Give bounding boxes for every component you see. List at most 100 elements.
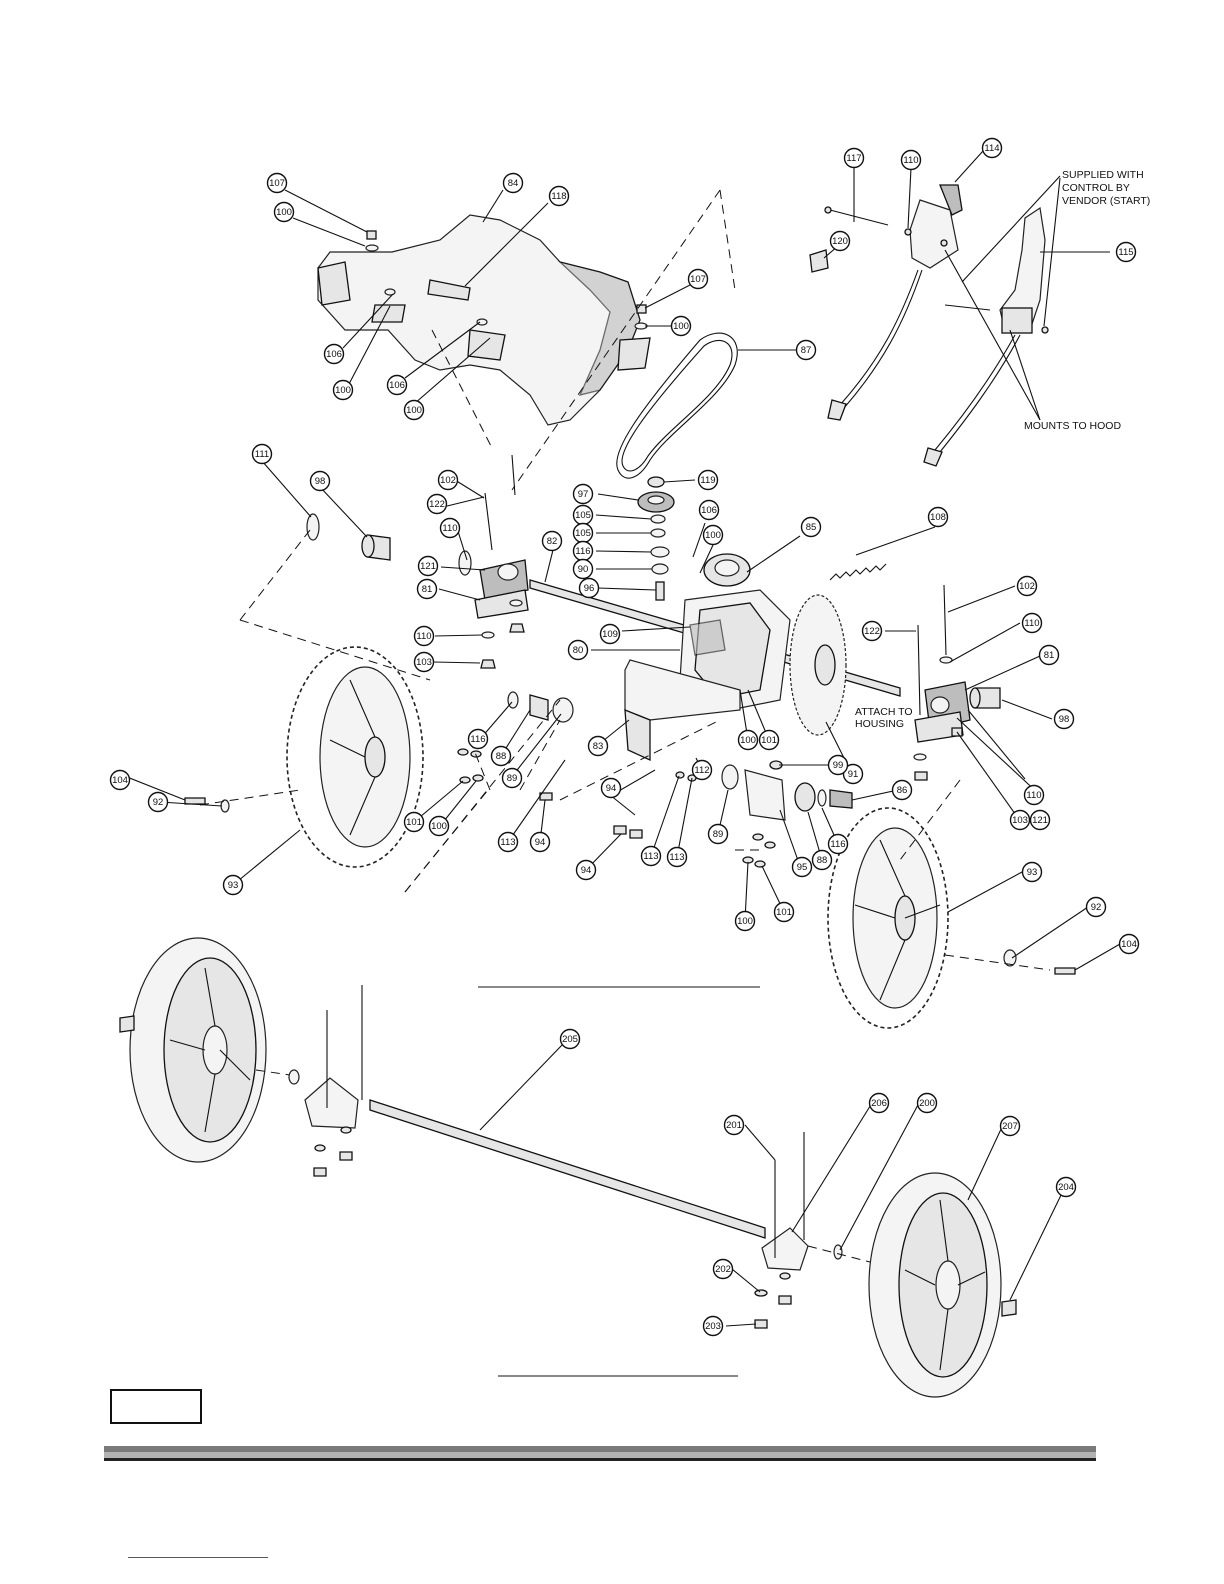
callout-122: 122 <box>861 620 883 642</box>
callout-circle <box>697 469 719 491</box>
callout-circle <box>800 516 822 538</box>
callout-circle <box>1085 896 1107 918</box>
callout-label: 109 <box>602 629 618 640</box>
callout-circle <box>501 767 523 789</box>
callout-label: 90 <box>578 564 589 575</box>
callout-label: 121 <box>1032 815 1048 826</box>
callout-90: 90 <box>572 558 594 580</box>
callout-202: 202 <box>712 1258 734 1280</box>
callout-104: 104 <box>1118 933 1140 955</box>
callout-117: 117 <box>843 147 865 169</box>
callout-circle <box>1055 1176 1077 1198</box>
note-attach-to-housing: ATTACH TO HOUSING <box>855 706 913 730</box>
callout-circle <box>927 506 949 528</box>
callout-circle <box>670 315 692 337</box>
callout-circle <box>827 833 849 855</box>
front-left-wheel <box>119 937 267 1163</box>
callout-circle <box>332 379 354 401</box>
callout-label: 116 <box>470 734 485 745</box>
footer-link-underline <box>128 1557 268 1558</box>
callout-circle <box>687 268 709 290</box>
callout-circle <box>309 470 331 492</box>
callout-label: 83 <box>593 741 604 752</box>
spring <box>829 563 887 581</box>
callout-circle <box>827 754 849 776</box>
callout-label: 110 <box>903 155 918 166</box>
callout-circle <box>578 577 600 599</box>
callout-label: 104 <box>112 775 128 786</box>
callout-label: 114 <box>984 143 999 154</box>
callout-200: 200 <box>916 1092 938 1114</box>
callout-99: 99 <box>827 754 849 776</box>
callout-label: 84 <box>508 178 519 189</box>
callout-label: 113 <box>669 852 684 863</box>
callout-105: 105 <box>572 504 594 526</box>
callout-label: 107 <box>269 178 285 189</box>
callout-82: 82 <box>541 530 563 552</box>
callout-label: 106 <box>389 380 405 391</box>
callout-105: 105 <box>572 522 594 544</box>
callout-circle <box>529 831 551 853</box>
callout-label: 122 <box>864 626 880 637</box>
callout-label: 113 <box>500 837 515 848</box>
callout-label: 104 <box>1121 939 1137 950</box>
callout-label: 202 <box>715 1264 731 1275</box>
transmission-assembly <box>679 553 791 713</box>
callout-circle <box>791 856 813 878</box>
callout-label: 110 <box>442 523 457 534</box>
left-bearing-group <box>306 454 529 669</box>
callout-circle <box>251 443 273 465</box>
callout-circle <box>147 791 169 813</box>
callout-112: 112 <box>691 759 713 781</box>
callout-label: 117 <box>846 153 861 164</box>
callout-94: 94 <box>575 859 597 881</box>
callout-label: 101 <box>406 817 422 828</box>
callout-label: 88 <box>496 751 507 762</box>
callout-circle <box>572 483 594 505</box>
callout-88: 88 <box>490 745 512 767</box>
callout-label: 111 <box>255 449 269 460</box>
callout-label: 99 <box>833 760 844 771</box>
callout-label: 119 <box>700 475 715 486</box>
callout-circle <box>691 759 713 781</box>
callout-label: 118 <box>551 191 566 202</box>
callout-label: 101 <box>776 907 792 918</box>
callout-88: 88 <box>811 849 833 871</box>
callout-label: 106 <box>701 505 717 516</box>
callout-label: 207 <box>1002 1121 1018 1132</box>
callout-116: 116 <box>572 540 594 562</box>
callout-label: 204 <box>1058 1182 1074 1193</box>
callout-label: 206 <box>871 1098 887 1109</box>
callout-94: 94 <box>529 831 551 853</box>
callout-121: 121 <box>417 555 439 577</box>
callout-label: 100 <box>431 821 447 832</box>
callout-95: 95 <box>791 856 813 878</box>
callout-110: 110 <box>1021 612 1043 634</box>
callout-label: 110 <box>416 631 431 642</box>
callout-label: 110 <box>1026 790 1041 801</box>
callout-label: 116 <box>830 839 845 850</box>
callout-113: 113 <box>666 846 688 868</box>
callout-85: 85 <box>800 516 822 538</box>
callout-circle <box>698 499 720 521</box>
drive-belt <box>616 332 738 479</box>
callout-122: 122 <box>426 493 448 515</box>
callout-121: 121 <box>1029 809 1051 831</box>
callout-80: 80 <box>567 639 589 661</box>
callout-110: 110 <box>439 517 461 539</box>
callout-label: 100 <box>406 405 422 416</box>
callout-label: 107 <box>690 274 706 285</box>
callout-100: 100 <box>428 815 450 837</box>
callout-circle <box>386 374 408 396</box>
callout-label: 93 <box>1027 867 1038 878</box>
right-bearing-group <box>913 584 1001 781</box>
callout-circle <box>109 769 131 791</box>
callout-87: 87 <box>795 339 817 361</box>
callout-label: 106 <box>326 349 342 360</box>
callout-107: 107 <box>266 172 288 194</box>
callout-circle <box>829 230 851 252</box>
callout-circle <box>737 729 759 751</box>
callout-113: 113 <box>640 845 662 867</box>
callout-110: 110 <box>1023 784 1045 806</box>
